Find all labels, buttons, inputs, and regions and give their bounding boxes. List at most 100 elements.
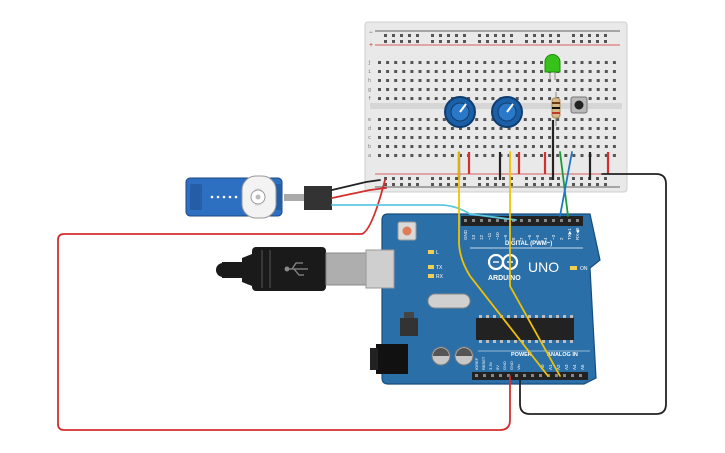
- wire-yellow-pot1[interactable]: [458, 151, 549, 377]
- wire-green[interactable]: [559, 151, 569, 217]
- rail-hole: [525, 34, 528, 37]
- rail-hole: [486, 177, 489, 180]
- wire-cyan-signal[interactable]: [331, 204, 517, 221]
- breadboard-hole: [450, 127, 454, 130]
- rail-plus-label: +: [369, 42, 373, 49]
- breadboard-hole: [410, 70, 414, 73]
- resistor[interactable]: [551, 92, 561, 126]
- breadboard-hole: [540, 70, 543, 73]
- breadboard-hole: [588, 118, 592, 121]
- breadboard-hole: [410, 127, 414, 130]
- breadboard-hole: [483, 154, 487, 157]
- breadboard-hole: [580, 127, 584, 130]
- wire-black-gnd[interactable]: [519, 173, 667, 415]
- breadboard-hole: [491, 154, 495, 157]
- breadboard-hole: [426, 88, 430, 91]
- breadboard-hole: [588, 145, 592, 148]
- rail-hole: [400, 34, 403, 37]
- breadboard-hole: [418, 136, 422, 139]
- usb-cable-icon: [284, 262, 308, 276]
- breadboard-hole: [523, 154, 527, 157]
- rail-hole: [572, 177, 575, 180]
- reset-button-cap[interactable]: [402, 226, 412, 236]
- bottom-pin: [515, 374, 518, 377]
- breadboard-hole: [612, 127, 616, 130]
- rail-hole: [478, 183, 481, 186]
- pushbutton[interactable]: [570, 96, 588, 114]
- rail-hole: [400, 40, 403, 43]
- breadboard-hole: [434, 136, 438, 139]
- breadboard-hole: [548, 88, 552, 91]
- breadboard-hole: [410, 145, 414, 148]
- rail-hole: [400, 183, 403, 186]
- rail-hole: [557, 183, 560, 186]
- breadboard-hole: [378, 61, 381, 64]
- analog-pin-label: A1: [548, 364, 553, 370]
- breadboard-hole: [459, 145, 462, 148]
- breadboard-hole: [442, 154, 446, 157]
- breadboard-hole: [418, 145, 422, 148]
- breadboard-hole: [483, 61, 487, 64]
- breadboard-hole: [426, 79, 430, 82]
- breadboard-hole: [442, 88, 446, 91]
- row-label-b: b: [368, 144, 371, 150]
- wires[interactable]: [57, 151, 667, 431]
- breadboard-hole: [483, 136, 487, 139]
- breadboard-hole: [540, 118, 543, 121]
- rail-hole: [478, 177, 481, 180]
- wire-blue[interactable]: [559, 151, 573, 217]
- row-label-a: a: [368, 153, 371, 159]
- rail-hole: [533, 40, 536, 43]
- wire-red-servo-power[interactable]: [331, 187, 387, 199]
- rail-hole: [439, 183, 442, 186]
- rail-hole: [549, 183, 552, 186]
- rail-hole: [408, 34, 411, 37]
- bottom-header[interactable]: [472, 372, 588, 380]
- rail-hole: [549, 34, 552, 37]
- potentiometer-2[interactable]: [491, 96, 523, 128]
- chip-leg: [486, 315, 489, 318]
- breadboard-hole: [475, 127, 479, 130]
- rail-hole: [416, 40, 419, 43]
- row-label-i: i: [368, 69, 371, 75]
- rail-hole: [580, 183, 583, 186]
- wire-black-servo-gnd[interactable]: [331, 179, 381, 191]
- breadboard-hole: [548, 145, 552, 148]
- breadboard-jumpers[interactable]: [457, 120, 610, 180]
- breadboard-hole: [386, 145, 390, 148]
- bottom-pin: [531, 374, 534, 377]
- breadboard-hole: [442, 79, 446, 82]
- breadboard-hole: [596, 136, 600, 139]
- servo-motor[interactable]: [185, 175, 332, 219]
- breadboard-hole: [507, 88, 511, 91]
- led-green[interactable]: [544, 54, 561, 80]
- digital-pin-label: ~5: [535, 234, 540, 240]
- rail-hole: [596, 183, 599, 186]
- wire-yellow-pot2[interactable]: [509, 151, 561, 377]
- breadboard-hole: [523, 70, 527, 73]
- breadboard-hole: [572, 136, 576, 139]
- breadboard-hole: [612, 154, 616, 157]
- potentiometer-1[interactable]: [444, 96, 476, 128]
- breadboard-hole: [426, 61, 430, 64]
- breadboard-hole: [604, 127, 608, 130]
- digital-pin-label: ~11: [487, 232, 492, 240]
- wire-red-5v[interactable]: [57, 179, 511, 431]
- rail-hole: [541, 40, 544, 43]
- breadboard-hole: [531, 79, 535, 82]
- breadboard-hole: [523, 136, 527, 139]
- breadboard-hole: [426, 136, 430, 139]
- digital-pin-label: ~9: [503, 234, 508, 240]
- rail-hole: [596, 177, 599, 180]
- chip-leg: [542, 340, 545, 343]
- chip-leg: [556, 340, 559, 343]
- digital-pin-label: 4: [543, 237, 548, 240]
- rail-hole: [447, 183, 450, 186]
- power-pin-label: 5V: [495, 365, 500, 370]
- rail-hole: [463, 177, 466, 180]
- power-jack[interactable]: [376, 344, 408, 374]
- breadboard-hole: [604, 97, 608, 100]
- usb-cable[interactable]: [216, 247, 395, 291]
- breadboard-hole: [410, 136, 414, 139]
